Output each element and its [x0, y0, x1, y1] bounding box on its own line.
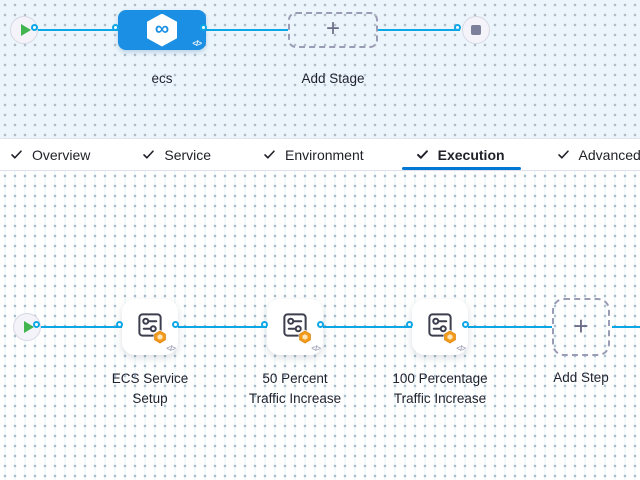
connector-line — [206, 29, 288, 31]
stop-icon — [471, 25, 481, 35]
tab-environment[interactable]: Environment — [263, 139, 364, 170]
check-icon — [10, 148, 23, 161]
tab-label: Service — [164, 146, 212, 163]
step-node-ecs-service-setup[interactable]: </> — [122, 299, 178, 355]
tab-label: Advanced — [578, 146, 640, 163]
connector-line — [39, 326, 122, 328]
connector-port — [33, 321, 40, 328]
play-icon — [20, 24, 31, 36]
step-label: ECS Service Setup — [75, 369, 225, 409]
connector-port — [406, 321, 413, 328]
step-node-50-percent-traffic[interactable]: </> — [267, 299, 323, 355]
stage-config-tabs: Overview Service Environment Execution A… — [0, 138, 640, 171]
step-label-line1: ECS Service — [111, 371, 189, 386]
tab-execution[interactable]: Execution — [401, 139, 521, 170]
service-setup-icon — [283, 313, 307, 337]
harness-cd-icon: ∞ — [147, 13, 177, 47]
connector-line — [612, 326, 640, 328]
check-icon — [263, 148, 276, 161]
connector-line — [468, 326, 552, 328]
add-stage-label: Add Stage — [301, 71, 365, 86]
connector-line — [178, 326, 267, 328]
tab-label: Overview — [32, 146, 91, 163]
tab-advanced[interactable]: Advanced — [557, 139, 640, 170]
code-icon: </> — [311, 344, 321, 353]
connector-port — [112, 24, 119, 31]
check-icon — [557, 148, 570, 161]
infinity-glyph: ∞ — [154, 18, 170, 40]
stage-node-ecs[interactable]: ∞ </> — [118, 10, 206, 50]
aws-ecs-badge-icon — [443, 329, 457, 345]
connector-port — [172, 321, 179, 328]
connector-port — [317, 321, 324, 328]
service-setup-icon — [138, 313, 162, 337]
add-step-label: Add Step — [553, 370, 609, 385]
tab-label: Execution — [437, 146, 505, 163]
connector-port — [462, 321, 469, 328]
service-setup-icon — [428, 313, 452, 337]
stage-graph-canvas[interactable]: ∞ </> ecs + Add Stage — [0, 0, 640, 138]
step-label-line2: Traffic Increase — [393, 391, 487, 406]
pipeline-end-node[interactable] — [462, 16, 490, 44]
step-label: 100 Percentage Traffic Increase — [365, 369, 515, 409]
add-stage-button[interactable]: + — [288, 12, 378, 48]
aws-ecs-badge-icon — [298, 329, 312, 345]
step-label-line1: 100 Percentage — [392, 371, 488, 386]
plus-icon: + — [325, 15, 340, 42]
step-label-line2: Setup — [132, 391, 168, 406]
code-icon: </> — [456, 344, 466, 353]
step-label: 50 Percent Traffic Increase — [220, 369, 370, 409]
tab-service[interactable]: Service — [142, 139, 211, 170]
code-icon: </> — [192, 39, 202, 48]
connector-line — [37, 29, 118, 31]
tab-overview[interactable]: Overview — [10, 139, 90, 170]
step-label-line1: 50 Percent — [262, 371, 328, 386]
connector-line — [323, 326, 412, 328]
plus-icon: + — [573, 311, 589, 341]
step-node-100-percent-traffic[interactable]: </> — [412, 299, 468, 355]
code-icon: </> — [166, 344, 176, 353]
connector-port — [454, 24, 461, 31]
connector-port — [261, 321, 268, 328]
aws-ecs-badge-icon — [153, 329, 167, 345]
connector-port — [200, 24, 207, 31]
tab-label: Environment — [285, 146, 364, 163]
connector-port — [31, 24, 38, 31]
add-step-button[interactable]: + — [552, 298, 610, 356]
check-icon — [416, 148, 429, 161]
step-label-line2: Traffic Increase — [248, 391, 342, 406]
connector-port — [116, 321, 123, 328]
play-icon — [23, 321, 34, 333]
connector-line — [378, 29, 460, 31]
stage-label: ecs — [151, 71, 173, 86]
check-icon — [142, 148, 155, 161]
